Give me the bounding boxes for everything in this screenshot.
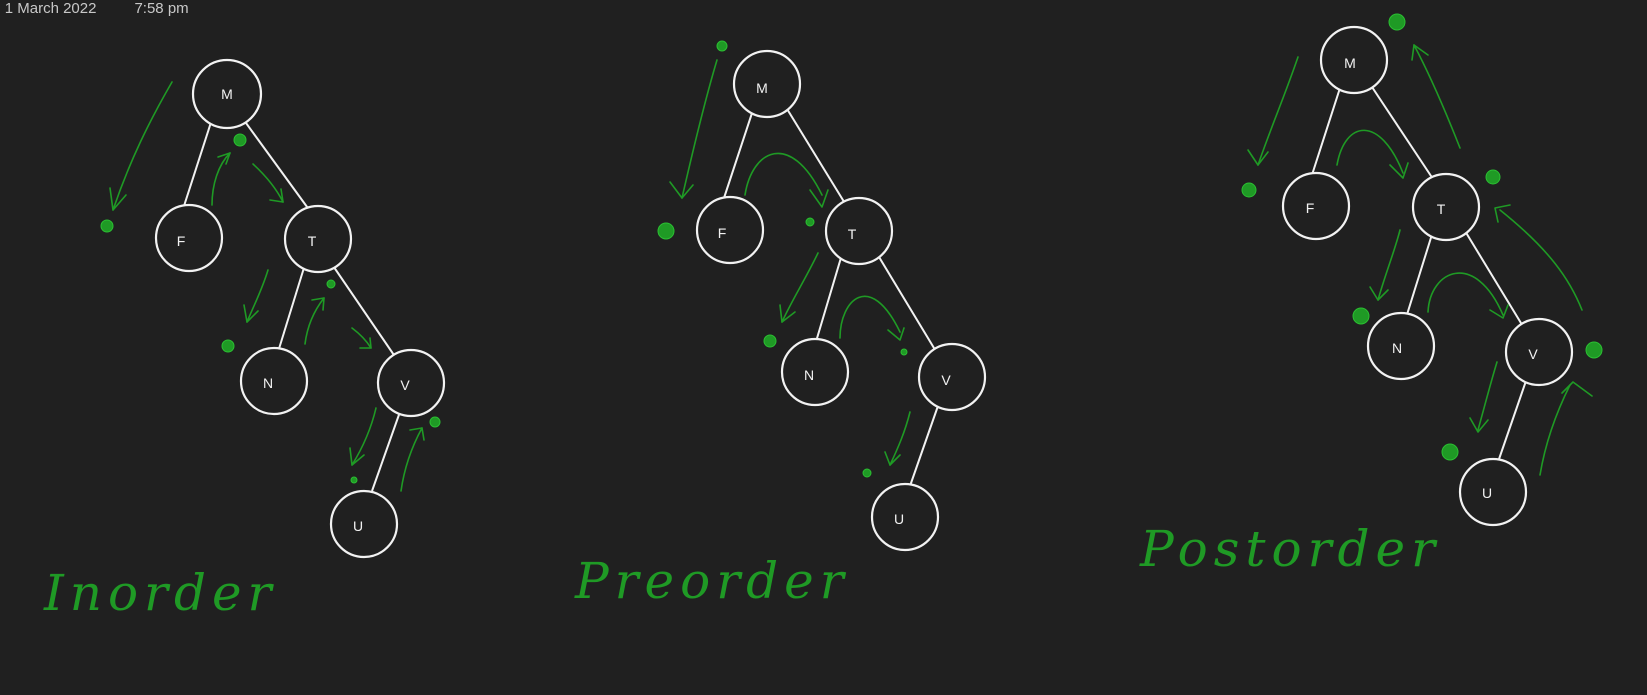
edge-m-t: [1369, 83, 1438, 186]
node-f: F: [154, 203, 224, 273]
edge-t-v: [875, 251, 938, 354]
edge-m-f: [1310, 87, 1341, 179]
tree-postorder: M F T N V U: [1241, 13, 1603, 527]
title-preorder: Preorder: [575, 552, 850, 610]
tree-inorder: M F T N V U: [100, 58, 446, 559]
title-postorder: Postorder: [1140, 520, 1441, 578]
svg-text:T: T: [308, 233, 317, 249]
svg-text:F: F: [718, 225, 727, 241]
svg-text:N: N: [804, 367, 814, 383]
svg-text:V: V: [400, 377, 410, 393]
node-f: F: [1281, 171, 1351, 241]
header-time: 7:58 pm: [134, 0, 189, 17]
svg-text:M: M: [1344, 55, 1356, 71]
node-t: T: [1411, 172, 1481, 242]
svg-text:V: V: [1528, 346, 1538, 362]
edge-v-u: [371, 408, 402, 492]
svg-text:U: U: [353, 518, 363, 534]
edge-m-f: [183, 112, 215, 207]
node-v: V: [1504, 317, 1574, 387]
edge-t-n: [277, 257, 308, 353]
edge-t-v: [1461, 225, 1525, 329]
node-u: U: [1458, 457, 1528, 527]
node-m: M: [732, 49, 802, 119]
svg-text:M: M: [221, 86, 233, 102]
svg-text:T: T: [1437, 201, 1446, 217]
node-u: U: [870, 482, 940, 552]
node-t: T: [283, 204, 353, 274]
svg-text:U: U: [1482, 485, 1492, 501]
header-date: y, 1 March 2022: [0, 0, 97, 17]
svg-text:N: N: [1392, 340, 1402, 356]
traversal-ink-postorder: [1241, 13, 1603, 476]
edge-v-u: [909, 402, 940, 487]
node-n: N: [780, 337, 850, 407]
traversal-ink-inorder: [100, 81, 441, 492]
svg-text:V: V: [941, 372, 951, 388]
tree-preorder: M F T N V U: [657, 40, 987, 552]
edge-t-n: [1404, 227, 1435, 322]
edge-t-n: [814, 250, 844, 346]
node-n: N: [1366, 311, 1436, 381]
svg-text:M: M: [756, 80, 768, 96]
node-u: U: [329, 489, 399, 559]
note-header: y, 1 March 2022 7:58 pm: [0, 0, 189, 17]
node-t: T: [824, 196, 894, 266]
svg-text:N: N: [263, 375, 273, 391]
node-m: M: [191, 58, 263, 130]
edge-m-f: [723, 106, 755, 199]
node-f: F: [695, 195, 765, 265]
edge-m-t: [783, 103, 847, 206]
edge-v-u: [1497, 377, 1528, 463]
svg-text:F: F: [177, 233, 186, 249]
title-inorder: Inorder: [44, 564, 278, 622]
svg-text:F: F: [1306, 200, 1315, 216]
node-v: V: [917, 342, 987, 412]
node-v: V: [376, 348, 446, 418]
node-m: M: [1319, 25, 1389, 95]
edge-t-v: [324, 253, 399, 362]
node-n: N: [239, 346, 309, 416]
svg-text:T: T: [848, 226, 857, 242]
edge-m-t: [237, 111, 311, 212]
traversal-ink-preorder: [657, 40, 911, 478]
svg-text:U: U: [894, 511, 904, 527]
